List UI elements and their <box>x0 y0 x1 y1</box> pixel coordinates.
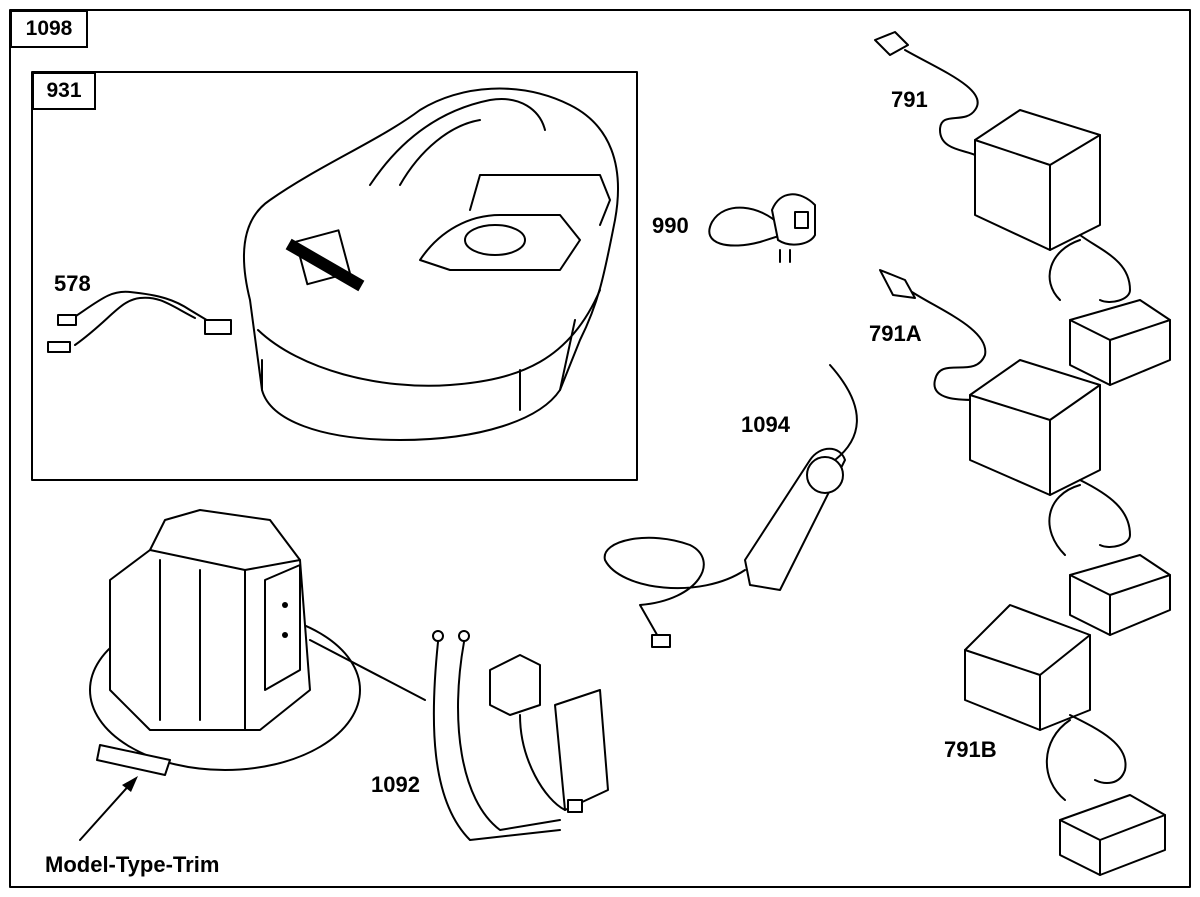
throttle-control-1094 <box>603 364 858 648</box>
callout-1094: 1094 <box>741 412 790 437</box>
mounting-base <box>79 509 426 841</box>
callout-578: 578 <box>54 271 91 296</box>
plug-adapter-990 <box>708 193 816 263</box>
callout-791: 791 <box>891 87 928 112</box>
callout-1092: 1092 <box>371 772 420 797</box>
charger-791a <box>879 269 1171 636</box>
callout-791a: 791A <box>869 321 922 346</box>
charger-791 <box>874 31 1171 386</box>
wire-harness-578 <box>47 290 232 353</box>
charger-791b <box>964 604 1166 876</box>
briggs-stratton-logo <box>285 229 365 292</box>
callout-990: 990 <box>652 213 689 238</box>
charger-housing-931 <box>243 87 619 441</box>
callout-791b: 791B <box>944 737 997 762</box>
harness-module-1092 <box>432 630 609 841</box>
sub-kit-frame <box>31 71 638 481</box>
kit-number-box: 1098 <box>10 10 88 48</box>
outer-frame <box>9 9 1191 888</box>
model-type-trim-label: Model-Type-Trim <box>45 852 220 877</box>
sub-kit-number-box: 931 <box>32 72 96 110</box>
